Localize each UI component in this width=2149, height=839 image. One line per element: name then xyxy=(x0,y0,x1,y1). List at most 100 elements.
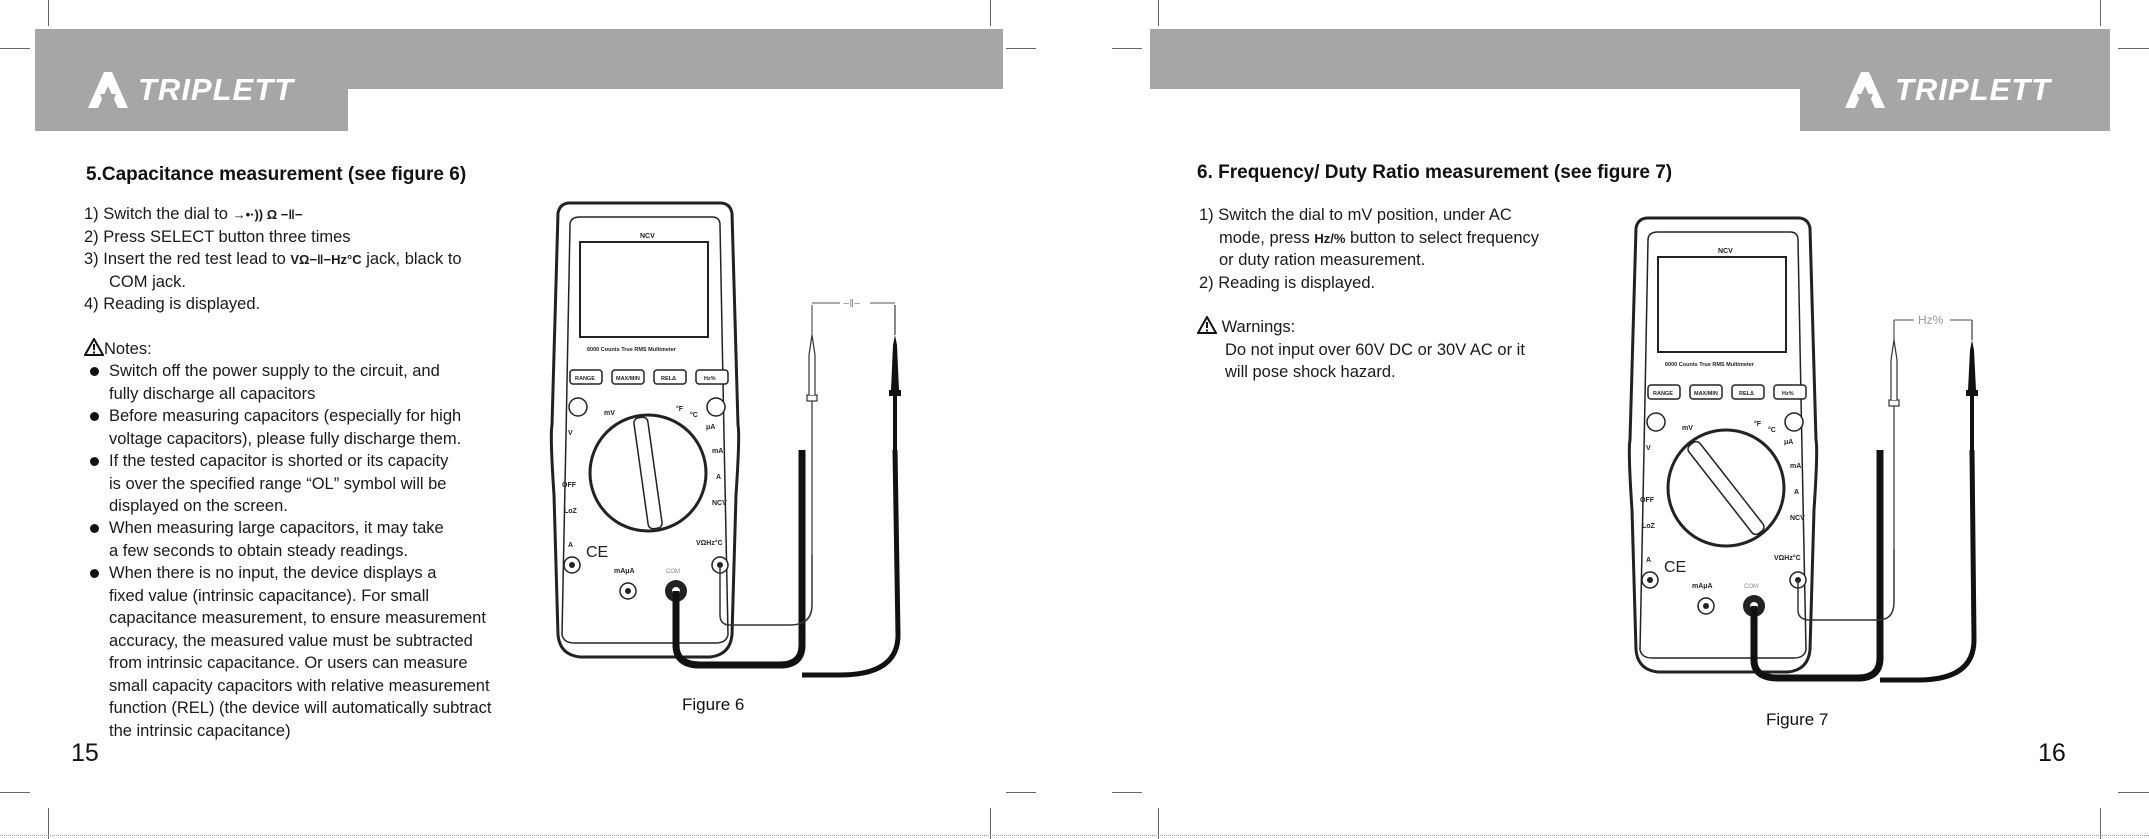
bullet xyxy=(90,569,99,578)
note-2-line-1: Before measuring capacitors (especially … xyxy=(109,407,462,425)
notes-title: Notes: xyxy=(83,336,152,361)
note-2-line-2: voltage capacitors), please fully discha… xyxy=(109,429,462,448)
brand-logo-left: TRIPLETT xyxy=(88,72,294,108)
jack-label-ma: mAμA xyxy=(1692,583,1713,590)
jack-label-a: A xyxy=(568,542,573,549)
dial-label-f: °F xyxy=(1754,420,1762,428)
header-band-left-tab xyxy=(35,89,348,131)
meter-button-hz: Hz% xyxy=(1782,391,1794,397)
meter-model-line: 6000 Counts True RMS Multimeter xyxy=(587,347,677,353)
ce-mark: CE xyxy=(586,544,608,561)
note-5-line-8: the intrinsic capacitance) xyxy=(109,721,291,740)
brand-name: TRIPLETT xyxy=(138,72,295,107)
warning-icon xyxy=(83,336,105,356)
warning-line-2: will pose shock hazard. xyxy=(1225,363,1396,381)
step-1-cont: mode, press Hz/% button to select freque… xyxy=(1219,228,1539,247)
warnings-title: Warnings: xyxy=(1196,314,1295,339)
hz-symbol-label: Hz% xyxy=(1918,313,1944,327)
step-2: 2) Press SELECT button three times xyxy=(84,227,351,246)
jack-label-ma: mAμA xyxy=(614,568,635,575)
step-1: 1) Switch the dial to →•·)) Ω −‖− xyxy=(84,205,303,223)
note-5-line-2: fixed value (intrinsic capacitance). For… xyxy=(109,586,430,605)
jack-symbol: VΩ−‖−Hz°C xyxy=(290,252,362,267)
dial-symbol: →•·)) Ω −‖− xyxy=(232,207,303,222)
meter-button-maxmin: MAX/MIN xyxy=(1694,391,1718,397)
jack-label-v: VΩHz°C xyxy=(696,539,723,547)
meter-button-rel: RELΔ xyxy=(661,376,676,382)
figure-7-multimeter: NCV 6000 Counts True RMS Multimeter RANG… xyxy=(1627,216,1978,683)
note-3-line-2: is over the specified range “OL” symbol … xyxy=(109,474,447,493)
step-1-cont-2: or duty ration measurement. xyxy=(1219,251,1426,269)
page-number-right: 16 xyxy=(2038,739,2066,767)
note-5-line-6: small capacity capacitors with relative … xyxy=(109,676,490,695)
dial-label-ua: μA xyxy=(706,424,715,431)
page-number-left: 15 xyxy=(71,739,99,767)
note-1-line-1: Switch off the power supply to the circu… xyxy=(109,362,440,380)
dial-label-loz: LoZ xyxy=(1642,523,1656,530)
note-4-line-2: a few seconds to obtain steady readings. xyxy=(109,541,409,560)
jack-label-com: COM xyxy=(1744,584,1758,590)
jack-label-com: COM xyxy=(666,569,680,575)
dial-label-v: V xyxy=(568,430,573,437)
meter-button-hz: Hz% xyxy=(704,376,716,382)
bullet xyxy=(90,367,99,376)
brand-name: TRIPLETT xyxy=(1895,72,2052,107)
dial-label-ma: mA xyxy=(712,448,723,455)
figure-caption-6: Figure 6 xyxy=(682,695,745,714)
note-3-line-3: displayed on the screen. xyxy=(109,497,288,515)
dial-label-off: OFF xyxy=(562,482,577,489)
note-1-line-2: fully discharge all capacitors xyxy=(109,384,316,403)
note-5-line-3: capacitance measurement, to ensure measu… xyxy=(109,609,486,627)
jack-label-v: VΩHz°C xyxy=(1774,554,1801,562)
header-band-left xyxy=(35,29,1003,89)
brand-logo-right: TRIPLETT xyxy=(1845,72,2051,108)
note-4-line-1: When measuring large capacitors, it may … xyxy=(109,519,444,537)
dial-label-c: °C xyxy=(690,411,698,419)
header-band-right xyxy=(1150,29,2110,89)
dial-label-mv: mV xyxy=(1682,425,1693,432)
section-heading-frequency: 6. Frequency/ Duty Ratio measurement (se… xyxy=(1197,162,1673,183)
dial-label-c: °C xyxy=(1768,426,1776,434)
section-heading-capacitance: 5.Capacitance measurement (see figure 6) xyxy=(86,164,467,185)
step-3-cont: COM jack. xyxy=(109,272,187,291)
note-3-line-1: If the tested capacitor is shorted or it… xyxy=(109,452,449,470)
bullet xyxy=(90,457,99,466)
step-1: 1) Switch the dial to mV position, under… xyxy=(1199,206,1512,224)
meter-brand-label: NCV xyxy=(640,233,655,240)
note-5-line-1: When there is no input, the device displ… xyxy=(109,564,437,582)
dial-label-ncv: NCV xyxy=(1790,515,1805,522)
dial-label-ua: μA xyxy=(1784,439,1793,446)
hz-button-symbol: Hz/% xyxy=(1314,230,1346,246)
dial-label-f: °F xyxy=(676,405,684,413)
figure-caption-7: Figure 7 xyxy=(1766,710,1829,729)
dial-label-loz: LoZ xyxy=(564,508,578,515)
triplett-logo-icon xyxy=(1845,72,1885,108)
dial-label-a: A xyxy=(716,474,721,481)
dial-label-mv: mV xyxy=(604,410,615,417)
note-5-line-7: function (REL) (the device will automati… xyxy=(109,699,492,717)
step-4: 4) Reading is displayed. xyxy=(84,295,261,313)
step-3: 3) Insert the red test lead to VΩ−‖−Hz°C… xyxy=(84,250,462,268)
bullet xyxy=(90,412,99,421)
note-5-line-5: from intrinsic capacitance. Or users can… xyxy=(109,654,468,672)
meter-button-range: RANGE xyxy=(1653,391,1673,397)
dial-label-a: A xyxy=(1794,489,1799,496)
capacitor-symbol-label: −‖− xyxy=(843,298,860,310)
meter-model-line: 6000 Counts True RMS Multimeter xyxy=(1665,362,1755,368)
triplett-logo-icon xyxy=(88,72,128,108)
step-2: 2) Reading is displayed. xyxy=(1199,273,1376,292)
bullet xyxy=(90,524,99,533)
dial-label-off: OFF xyxy=(1640,497,1655,504)
warning-icon xyxy=(1196,314,1218,334)
meter-button-range: RANGE xyxy=(575,376,595,382)
meter-brand-label: NCV xyxy=(1718,248,1733,255)
meter-button-rel: RELΔ xyxy=(1739,391,1754,397)
meter-button-maxmin: MAX/MIN xyxy=(616,376,640,382)
figure-6-multimeter: NCV 6000 Counts True RMS Multimeter RANG… xyxy=(549,201,901,678)
dial-label-ncv: NCV xyxy=(712,500,727,507)
dial-label-v: V xyxy=(1646,445,1651,452)
dial-label-ma: mA xyxy=(1790,463,1801,470)
jack-label-a: A xyxy=(1646,557,1651,564)
warning-line-1: Do not input over 60V DC or 30V AC or it xyxy=(1225,340,1525,359)
ce-mark: CE xyxy=(1664,559,1686,576)
